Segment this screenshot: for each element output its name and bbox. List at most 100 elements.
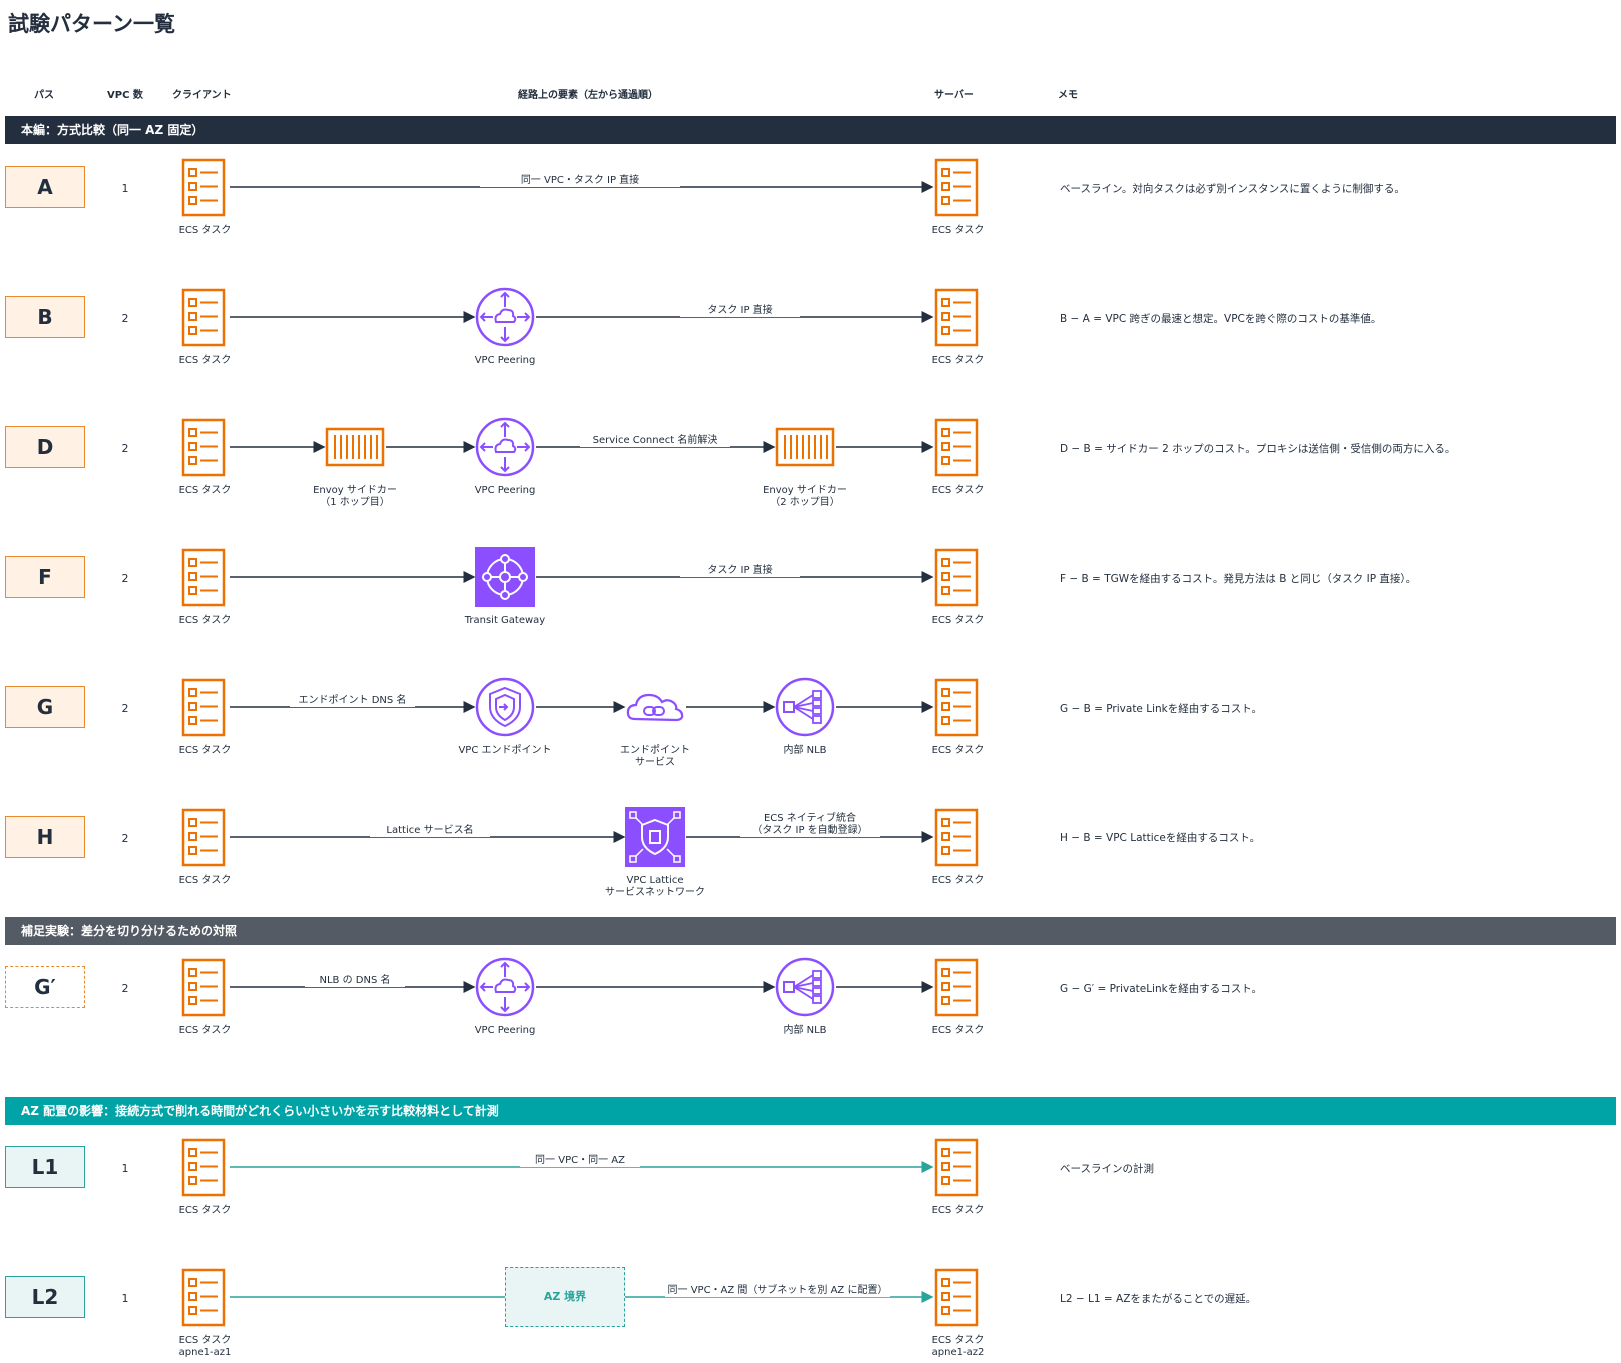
edge-label-gprime: NLB の DNS 名 xyxy=(305,975,405,987)
nlb-icon xyxy=(775,677,835,737)
memo-gprime: G − G′ = PrivateLinkを経由するコスト。 xyxy=(1060,983,1263,995)
ecs-task-icon xyxy=(181,1268,226,1327)
node-label: ECS タスク xyxy=(178,745,232,756)
vpc-count-f: 2 xyxy=(121,572,129,585)
ecs-task-icon xyxy=(934,418,979,477)
section-main: 本編：方式比較（同一 AZ 固定） xyxy=(5,116,1616,144)
path-f-box: F xyxy=(5,556,85,598)
endpoint-service-icon xyxy=(626,693,684,722)
node-label: ECS タスク xyxy=(178,615,232,626)
edge-label-g: エンドポイント DNS 名 xyxy=(290,695,415,707)
ecs-task-icon xyxy=(181,958,226,1017)
node-label: ECS タスク xyxy=(931,1025,985,1036)
section-sub: 補足実験：差分を切り分けるための対照 xyxy=(5,917,1616,945)
col-header-memo: メモ xyxy=(1058,90,1078,101)
path-b-box: B xyxy=(5,296,85,338)
ecs-task-icon xyxy=(934,1268,979,1327)
node-label: ECS タスク xyxy=(178,485,232,496)
col-header-client: クライアント xyxy=(172,90,232,101)
path-h-box: H xyxy=(5,816,85,858)
node-label: VPC Lattice サービスネットワーク xyxy=(605,875,705,898)
path-gprime-box: G′ xyxy=(5,966,85,1008)
node-label: ECS タスク xyxy=(931,745,985,756)
edge-label-d: Service Connect 名前解決 xyxy=(580,435,730,447)
vpc-peering-icon xyxy=(475,287,535,347)
vpc-peering-icon xyxy=(475,417,535,477)
node-label: ECS タスク xyxy=(931,1205,985,1216)
node-label: ECS タスク xyxy=(178,875,232,886)
memo-f: F − B = TGWを経由するコスト。発見方法は B と同じ（タスク IP 直… xyxy=(1060,573,1417,585)
nlb-icon xyxy=(775,957,835,1017)
node-label: ECS タスク apne1-az1 xyxy=(178,1335,232,1358)
vpc-count-gprime: 2 xyxy=(121,982,129,995)
memo-b: B − A = VPC 跨ぎの最速と想定。VPCを跨ぐ際のコストの基準値。 xyxy=(1060,313,1382,325)
node-label: エンドポイント サービス xyxy=(620,745,690,768)
ecs-task-icon xyxy=(934,958,979,1017)
path-d-box: D xyxy=(5,426,85,468)
node-label: ECS タスク xyxy=(178,355,232,366)
edge-label-f: タスク IP 直接 xyxy=(680,565,800,577)
ecs-task-icon xyxy=(181,678,226,737)
ecs-task-icon xyxy=(181,418,226,477)
memo-d: D − B = サイドカー 2 ホップのコスト。プロキシは送信側・受信側の両方に… xyxy=(1060,443,1456,455)
vpc-count-d: 2 xyxy=(121,442,129,455)
ecs-task-icon xyxy=(181,1138,226,1197)
envoy-sidecar-icon xyxy=(325,427,385,467)
edge-label-h-1: Lattice サービス名 xyxy=(370,825,490,837)
path-a-box: A xyxy=(5,166,85,208)
node-label: VPC エンドポイント xyxy=(458,745,552,756)
path-g-box: G xyxy=(5,686,85,728)
edge-label-b: タスク IP 直接 xyxy=(680,305,800,317)
node-label: Envoy サイドカー （1 ホップ目） xyxy=(313,485,397,508)
transit-gateway-icon xyxy=(475,547,535,607)
vpc-count-h: 2 xyxy=(121,832,129,845)
node-label: ECS タスク xyxy=(178,1205,232,1216)
node-label: 内部 NLB xyxy=(783,745,827,756)
memo-l2: L2 − L1 = AZをまたがることでの遅延。 xyxy=(1060,1293,1257,1305)
vpc-count-a: 1 xyxy=(121,182,129,195)
edge-label-l1: 同一 VPC・同一 AZ xyxy=(520,1155,640,1167)
node-label: Envoy サイドカー （2 ホップ目） xyxy=(763,485,847,508)
envoy-sidecar-icon xyxy=(775,427,835,467)
vpc-endpoint-icon xyxy=(475,677,535,737)
node-label: ECS タスク xyxy=(931,875,985,886)
col-header-path: パス xyxy=(34,90,54,101)
ecs-task-icon xyxy=(934,548,979,607)
vpc-count-b: 2 xyxy=(121,312,129,325)
vpc-lattice-icon xyxy=(625,807,685,867)
ecs-task-icon xyxy=(934,288,979,347)
page-title: 試験パターン一覧 xyxy=(8,12,175,36)
edge-label-a: 同一 VPC・タスク IP 直接 xyxy=(480,175,680,187)
node-label: ECS タスク xyxy=(178,1025,232,1036)
node-label: ECS タスク xyxy=(931,485,985,496)
path-l1-box: L1 xyxy=(5,1146,85,1188)
edge-label-l2: 同一 VPC・AZ 間（サブネットを別 AZ に配置） xyxy=(665,1285,890,1297)
vpc-count-g: 2 xyxy=(121,702,129,715)
node-label: ECS タスク xyxy=(931,225,985,236)
node-label: ECS タスク xyxy=(178,225,232,236)
col-header-route: 経路上の要素（左から通過順） xyxy=(518,90,658,101)
node-label: ECS タスク xyxy=(931,615,985,626)
ecs-task-icon xyxy=(934,808,979,867)
ecs-task-icon xyxy=(934,678,979,737)
node-label: Transit Gateway xyxy=(464,615,546,626)
col-header-vpc: VPC 数 xyxy=(107,90,143,101)
node-label: 内部 NLB xyxy=(783,1025,827,1036)
vpc-count-l2: 1 xyxy=(121,1292,129,1305)
az-boundary-box: AZ 境界 xyxy=(505,1267,625,1327)
node-label: VPC Peering xyxy=(474,1025,536,1036)
vpc-count-l1: 1 xyxy=(121,1162,129,1175)
node-label: VPC Peering xyxy=(474,485,536,496)
ecs-task-icon xyxy=(934,1138,979,1197)
ecs-task-icon xyxy=(181,158,226,217)
node-label: ECS タスク apne1-az2 xyxy=(931,1335,985,1358)
node-label: VPC Peering xyxy=(474,355,536,366)
ecs-task-icon xyxy=(934,158,979,217)
ecs-task-icon xyxy=(181,288,226,347)
memo-g: G − B = Private Linkを経由するコスト。 xyxy=(1060,703,1263,715)
memo-l1: ベースラインの計測 xyxy=(1060,1163,1154,1175)
vpc-peering-icon xyxy=(475,957,535,1017)
edge-label-h-2: ECS ネイティブ統合 （タスク IP を自動登録） xyxy=(740,813,880,837)
node-label: ECS タスク xyxy=(931,355,985,366)
